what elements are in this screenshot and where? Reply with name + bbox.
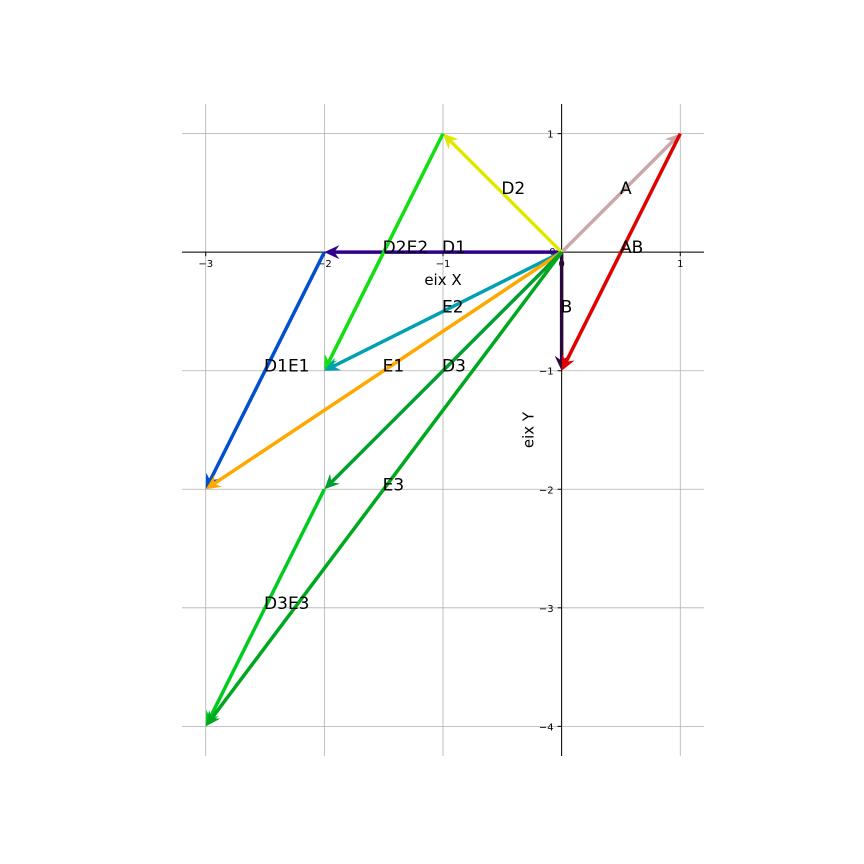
vector-arrow xyxy=(324,245,562,260)
y-tick-label: −4 xyxy=(539,722,554,733)
vector-shaft xyxy=(209,251,564,722)
x-tick-label: 1 xyxy=(677,259,683,270)
vector-arrowhead xyxy=(561,354,575,371)
x-tick-label: −3 xyxy=(198,259,213,270)
vector-arrowhead xyxy=(324,245,340,260)
vector-shaft xyxy=(563,132,682,365)
vector-arrow xyxy=(205,251,564,727)
vector-label: D2 xyxy=(501,179,525,199)
vector-shaft xyxy=(330,250,563,369)
vector-arrowhead xyxy=(205,710,221,727)
y-axis-title: eix Y xyxy=(520,411,538,448)
x-tick-label: −1 xyxy=(436,259,451,270)
vector-arrow xyxy=(324,250,563,371)
y-tick-label: −2 xyxy=(539,485,554,496)
vector-label: AB xyxy=(620,238,643,258)
vector-arrow xyxy=(324,132,445,371)
vector-arrow xyxy=(324,250,563,490)
vector-arrowhead xyxy=(324,473,340,490)
vector-label: D1 xyxy=(442,238,466,258)
vector-label: D2E2 xyxy=(383,238,428,258)
grid xyxy=(182,104,704,756)
x-tick-label: −2 xyxy=(317,259,332,270)
vector-label: D3 xyxy=(442,357,466,377)
vector-shaft xyxy=(326,132,445,365)
vectors xyxy=(205,132,682,727)
vector-arrowhead xyxy=(554,355,569,371)
vector-arrowhead xyxy=(324,357,341,371)
vector-shaft xyxy=(560,138,676,254)
vector-shaft xyxy=(328,250,563,485)
vector-label: D3E3 xyxy=(264,594,309,614)
vector-arrowhead xyxy=(205,475,223,490)
vector-arrowhead xyxy=(443,133,459,150)
vector-shaft xyxy=(207,251,326,483)
y-tick-label: −3 xyxy=(539,604,554,615)
vector-label: D1E1 xyxy=(264,357,309,377)
vector-arrow xyxy=(561,132,682,371)
y-tick-label: 1 xyxy=(547,130,553,141)
vector-label: E1 xyxy=(383,357,405,377)
x-axis-title: eix X xyxy=(424,271,461,289)
vector-arrow xyxy=(205,250,563,490)
ticks: −3−2−101−4−3−2−110 xyxy=(198,130,683,734)
vector-label: E2 xyxy=(442,297,464,317)
vector-label: B xyxy=(561,297,573,317)
vector-shaft xyxy=(447,138,563,254)
y-tick-label: −1 xyxy=(539,367,554,378)
vector-arrow xyxy=(554,252,569,371)
vector-arrow xyxy=(443,133,563,254)
vector-shaft xyxy=(211,250,563,487)
vector-label: E3 xyxy=(383,475,405,495)
vector-label: A xyxy=(620,179,632,199)
vector-arrowhead xyxy=(324,354,338,371)
vector-shaft xyxy=(207,488,326,720)
